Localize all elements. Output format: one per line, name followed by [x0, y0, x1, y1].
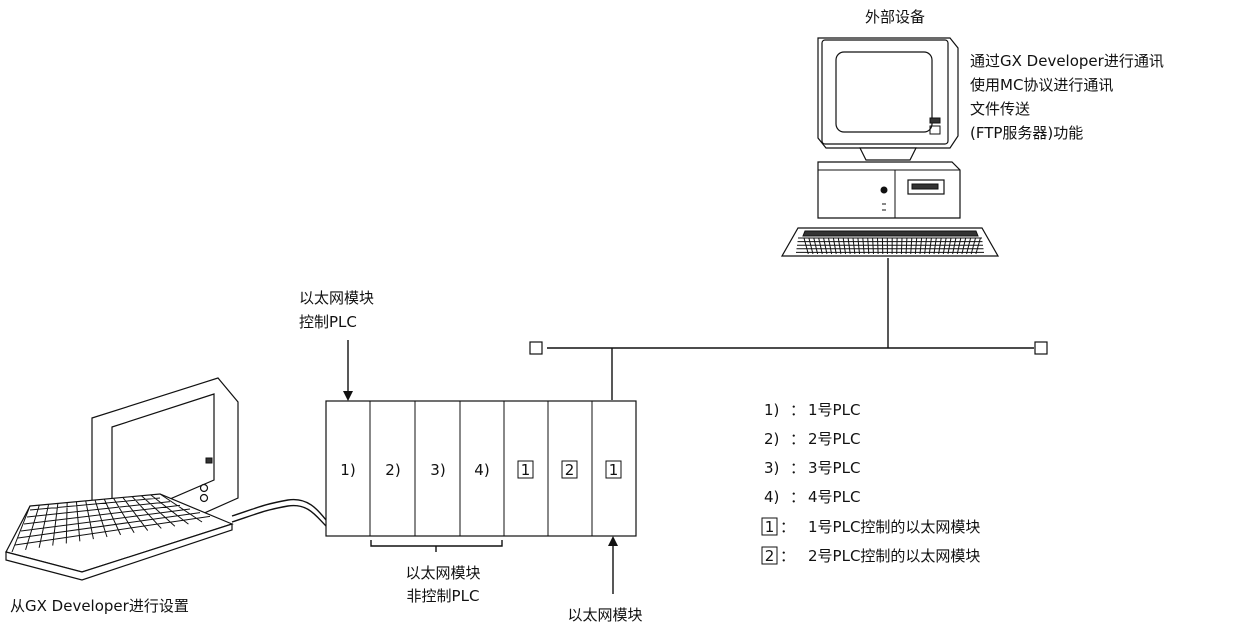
plc-rack: 1) 2) 3) 4) 1 2 1: [325, 400, 637, 537]
terminator-left-icon: [529, 341, 543, 355]
external-device-title: 外部设备: [865, 8, 925, 26]
laptop-computer-icon: [5, 377, 327, 581]
legend-key: 1: [765, 518, 775, 536]
legend-separator: ：: [790, 401, 805, 419]
device-function-item: 通过GX Developer进行通讯: [970, 52, 1164, 70]
rack-slot-2-label: 2): [385, 461, 400, 479]
device-function-item: 使用MC协议进行通讯: [970, 76, 1113, 94]
non-control-bracket: [370, 540, 503, 547]
control-plc-label-line2: 控制PLC: [299, 313, 357, 331]
rack-slot-5-label: 1: [521, 461, 531, 479]
legend-separator: ：: [780, 518, 795, 536]
legend: 1) ： 1号PLC 2) ： 2号PLC 3) ： 3号PLC 4) ： 4号…: [761, 401, 980, 565]
control-plc-label-line1: 以太网模块: [299, 289, 374, 307]
pc-setup-label: 从GX Developer进行设置: [10, 597, 189, 615]
desktop-computer-icon: [780, 37, 1000, 257]
non-control-plc-label-line2: 非控制PLC: [407, 587, 480, 605]
legend-text: 2号PLC: [808, 430, 860, 448]
legend-text: 3号PLC: [808, 459, 860, 477]
legend-key: 2): [764, 430, 779, 448]
legend-text: 2号PLC控制的以太网模块: [808, 547, 980, 565]
bottom-module-label: 以太网模块: [567, 606, 642, 624]
legend-key: 1): [764, 401, 779, 419]
legend-text: 1号PLC: [808, 401, 860, 419]
rack-slot-7-label: 1: [609, 461, 619, 479]
rack-slot-4-label: 4): [474, 461, 489, 479]
ethernet-network: [529, 258, 1048, 400]
legend-separator: ：: [790, 459, 805, 477]
terminator-right-icon: [1034, 341, 1048, 355]
legend-key: 3): [764, 459, 779, 477]
legend-text: 4号PLC: [808, 488, 860, 506]
legend-key: 2: [765, 547, 775, 565]
legend-separator: ：: [790, 430, 805, 448]
device-function-item: 文件传送: [970, 100, 1030, 118]
legend-separator: ：: [780, 547, 795, 565]
rack-slot-1-label: 1): [340, 461, 355, 479]
non-control-plc-label-line1: 以太网模块: [405, 564, 480, 582]
device-functions-list: 通过GX Developer进行通讯 使用MC协议进行通讯 文件传送 (FTP服…: [970, 52, 1164, 142]
rack-slot-3-label: 3): [430, 461, 445, 479]
rack-slot-6-label: 2: [565, 461, 575, 479]
legend-key: 4): [764, 488, 779, 506]
legend-separator: ：: [790, 488, 805, 506]
device-function-item: (FTP服务器)功能: [970, 124, 1083, 142]
legend-text: 1号PLC控制的以太网模块: [808, 518, 980, 536]
